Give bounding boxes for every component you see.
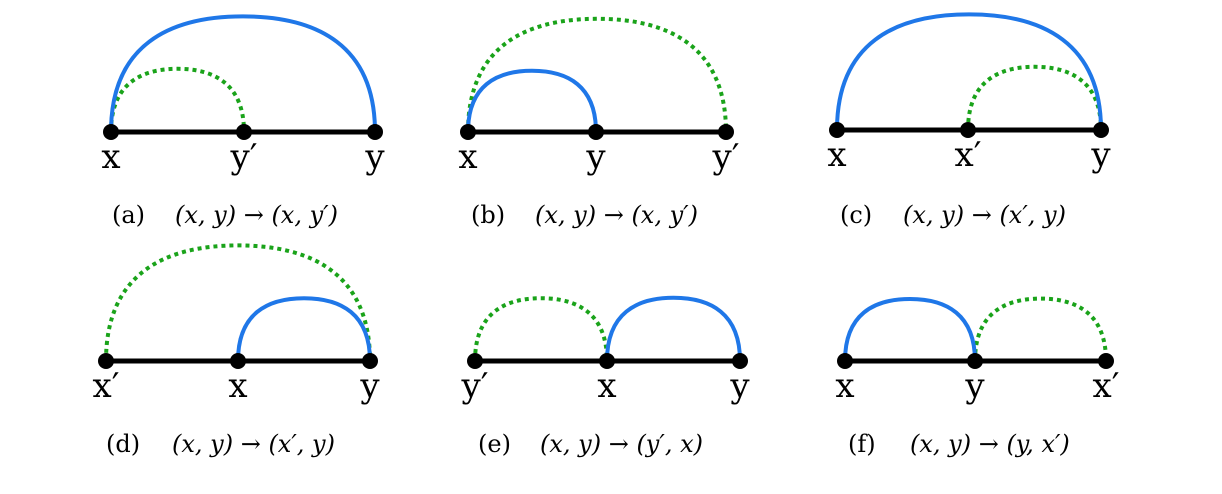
node-dot <box>960 122 976 138</box>
node-label: x <box>458 137 477 177</box>
caption-tag: (b) <box>471 201 505 229</box>
node-dot <box>1098 353 1114 369</box>
solid-arc <box>835 12 1103 131</box>
dotted-arc <box>966 64 1103 131</box>
caption-math: (x, y) → (y, x′) <box>910 430 1070 458</box>
node-label: y′ <box>230 137 258 177</box>
node-label: x <box>827 135 846 175</box>
panel-b: x y y′ (b) (x, y) → (x, y′) <box>458 16 740 229</box>
caption-tag: (d) <box>106 430 140 458</box>
node-label: y <box>729 366 750 406</box>
node-label: y <box>364 137 385 177</box>
caption-tag: (a) <box>112 201 145 229</box>
node-label: x′ <box>93 366 120 406</box>
caption-math: (x, y) → (x, y′) <box>535 201 698 229</box>
caption-tag: (e) <box>478 430 511 458</box>
node-label: x′ <box>1093 366 1120 406</box>
node-dot <box>467 353 483 369</box>
node-dot <box>837 353 853 369</box>
dotted-arc <box>473 296 609 362</box>
node-label: y <box>585 137 606 177</box>
panel-f: x y x′ (f) (x, y) → (y, x′) <box>835 296 1120 458</box>
dotted-arc <box>104 243 372 362</box>
node-label: x <box>597 366 616 406</box>
node-dot <box>98 353 114 369</box>
node-dot <box>103 124 119 140</box>
panel-c: x x′ y (c) (x, y) → (x′, y) <box>827 12 1111 229</box>
node-label: x <box>228 366 247 406</box>
dotted-arc <box>973 296 1108 362</box>
node-dot <box>1093 122 1109 138</box>
node-dot <box>718 124 734 140</box>
node-dot <box>230 353 246 369</box>
node-dot <box>588 124 604 140</box>
node-dot <box>236 124 252 140</box>
dotted-arc <box>109 66 246 133</box>
node-label: y′ <box>461 366 489 406</box>
caption-tag: (f) <box>848 430 876 458</box>
node-label: y′ <box>712 137 740 177</box>
node-dot <box>732 353 748 369</box>
caption-math: (x, y) → (x′, y) <box>172 430 335 458</box>
node-dot <box>967 353 983 369</box>
node-dot <box>367 124 383 140</box>
dotted-arc <box>466 16 728 133</box>
solid-arc <box>605 295 742 362</box>
solid-arc <box>109 14 377 133</box>
node-dot <box>599 353 615 369</box>
node-label: x <box>101 137 120 177</box>
node-label: y <box>964 366 985 406</box>
node-dot <box>460 124 476 140</box>
panel-a: x y′ y (a) (x, y) → (x, y′) <box>101 14 385 229</box>
caption-tag: (c) <box>840 201 872 229</box>
solid-arc <box>466 68 598 133</box>
solid-arc <box>843 296 977 362</box>
node-label: x <box>835 366 854 406</box>
node-label: y <box>359 366 380 406</box>
panel-e: y′ x y (e) (x, y) → (y′, x) <box>461 295 750 458</box>
panel-d: x′ x y (d) (x, y) → (x′, y) <box>93 243 380 458</box>
caption-math: (x, y) → (y′, x) <box>540 430 703 458</box>
caption-math: (x, y) → (x, y′) <box>175 201 338 229</box>
node-label: x′ <box>955 135 982 175</box>
caption-math: (x, y) → (x′, y) <box>903 201 1066 229</box>
node-dot <box>829 122 845 138</box>
node-dot <box>362 353 378 369</box>
node-label: y <box>1090 135 1111 175</box>
solid-arc <box>236 296 372 362</box>
